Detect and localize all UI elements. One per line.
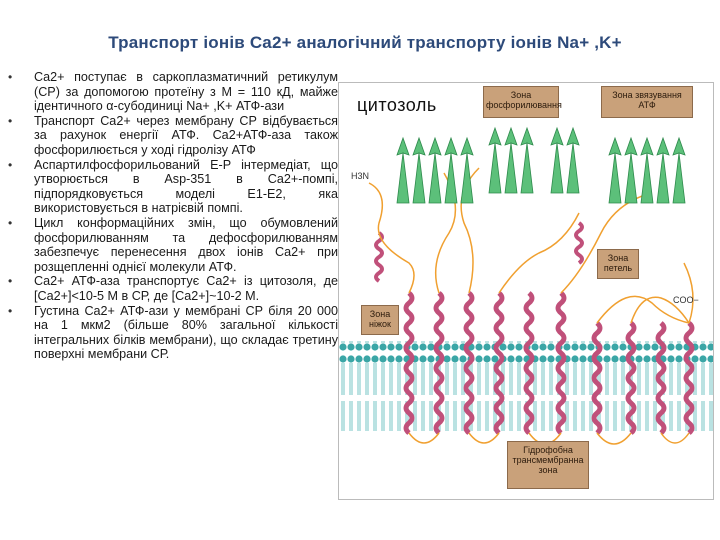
bullet-item: • Густина Ca2+ АТФ-ази у мембрані СР біля… [8, 304, 338, 362]
zone-phosphorylation-label: Зона фосфорилювання [483, 86, 562, 118]
bullet-icon: • [8, 113, 13, 128]
cytoplasmic-helices [374, 221, 584, 283]
transmembrane-helices [403, 291, 695, 435]
bullet-item: • Цикл конформаційних змін, що обумовлени… [8, 216, 338, 274]
c-terminus-label: COO− [673, 295, 699, 305]
ca-atpase-diagram: цитозоль H3N COO− Зона фосфорилювання Зо… [338, 82, 714, 500]
zone-hydrophobic-label: Гідрофобна трансмембранна зона [507, 441, 589, 489]
bullet-icon: • [8, 274, 13, 289]
bullet-icon: • [8, 303, 13, 318]
page-title: Транспорт іонів Ca2+ аналогічний транспо… [108, 33, 622, 52]
bullet-text: Ca2+ поступає в саркоплазматичний ретику… [34, 70, 338, 114]
zone-stalks-label: Зона ніжок [361, 305, 399, 335]
bullet-item: • Ca2+ АТФ-аза транспортує Ca2+ із цитозо… [8, 274, 338, 303]
protein-structure-svg [339, 126, 713, 445]
bullet-list: • Ca2+ поступає в саркоплазматичний ретик… [8, 70, 338, 362]
bullet-text: Транспорт Ca2+ через мембрану СР відбува… [34, 113, 338, 157]
n-terminus-label: H3N [351, 171, 370, 181]
bullet-icon: • [8, 157, 13, 172]
cytosol-label: цитозоль [357, 95, 437, 115]
bullet-text: Густина Ca2+ АТФ-ази у мембрані СР біля … [34, 303, 338, 362]
zone-loops-label: Зона петель [597, 249, 639, 279]
bullet-icon: • [8, 215, 13, 230]
bullet-text: Аспартилфосфорильований E-P інтермедіат,… [34, 157, 338, 216]
bullet-item: • Ca2+ поступає в саркоплазматичний ретик… [8, 70, 338, 114]
beta-strands [396, 126, 686, 204]
zone-atp-binding-label: Зона звязування АТФ [601, 86, 693, 118]
bullet-text: Ca2+ АТФ-аза транспортує Ca2+ із цитозол… [34, 274, 338, 303]
bullet-item: • Транспорт Ca2+ через мембрану СР відбув… [8, 114, 338, 158]
bullet-item: • Аспартилфосфорильований E-P інтермедіат… [8, 158, 338, 216]
bullet-text: Цикл конформаційних змін, що обумовлений… [34, 215, 338, 274]
n-terminal-tail [368, 182, 415, 294]
bullet-icon: • [8, 70, 13, 84]
